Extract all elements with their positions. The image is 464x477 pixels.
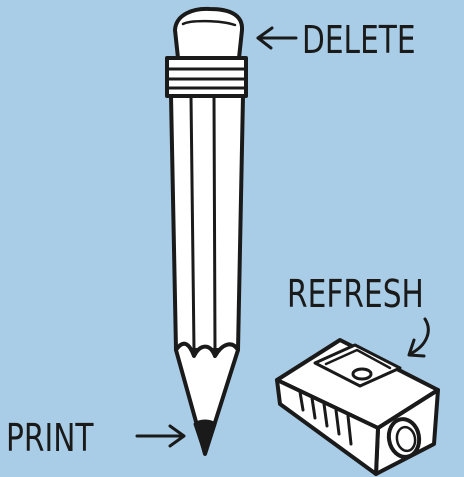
refresh-label: REFRESH bbox=[287, 275, 424, 313]
arrow-refresh-icon bbox=[409, 319, 428, 356]
delete-label: DELETE bbox=[302, 21, 416, 59]
eraser-icon bbox=[175, 9, 242, 58]
print-label: PRINT bbox=[6, 419, 93, 457]
arrow-print-icon bbox=[137, 426, 184, 446]
pencil-tip-icon bbox=[195, 421, 215, 454]
pencil-body bbox=[171, 96, 243, 350]
ferrule-icon bbox=[167, 58, 246, 96]
arrow-delete-icon bbox=[258, 28, 296, 48]
sharpener-icon bbox=[277, 340, 438, 474]
pencil-icon bbox=[167, 9, 246, 454]
